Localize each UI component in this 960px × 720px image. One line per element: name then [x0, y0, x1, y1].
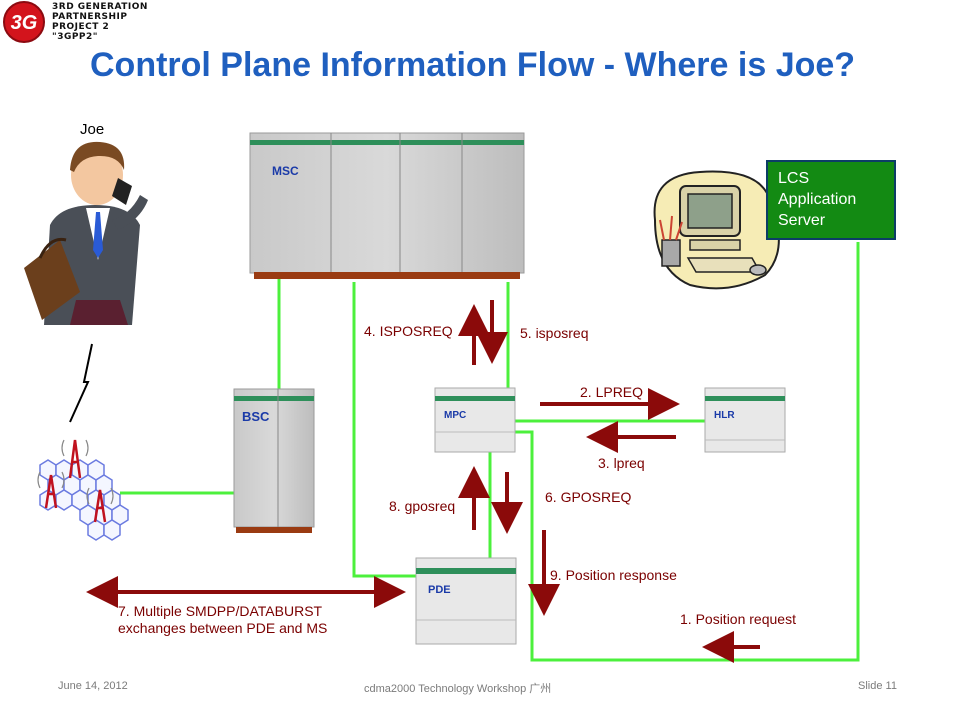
footer-center: cdma2000 Technology Workshop 广州	[364, 683, 552, 695]
label-2-lpreq: 2. LPREQ	[580, 384, 644, 400]
label-1-position-request: 1. Position request	[680, 611, 796, 627]
bsc-node	[233, 388, 315, 533]
label-7-line: exchanges between PDE and MS	[118, 620, 328, 636]
cell-tower-icon	[37, 439, 129, 541]
lightning-icon	[69, 343, 93, 423]
label-8-gposreq: 8. gposreq	[389, 498, 456, 514]
msc-node	[249, 132, 525, 279]
mpc-label: MPC	[444, 410, 467, 421]
footer-date: June 14, 2012	[58, 680, 128, 692]
logo-text: 3RD GENERATION PARTNERSHIP PROJECT 2 "3G…	[52, 2, 148, 42]
joe-label: Joe	[80, 121, 105, 138]
lcs-line: Server	[778, 212, 826, 229]
logo-line: 3RD GENERATION	[52, 2, 148, 12]
mpc-node	[434, 387, 516, 453]
logo-line: PARTNERSHIP	[52, 12, 128, 22]
label-7-smdpp: 7. Multiple SMDPP/DATABURST exchanges be…	[118, 603, 327, 637]
pde-label: PDE	[428, 584, 451, 596]
bsc-label: BSC	[242, 409, 270, 424]
label-5-isposreq: 5. isposreq	[520, 325, 589, 341]
computer-icon	[653, 170, 780, 290]
page-title: Control Plane Information Flow - Where i…	[90, 46, 856, 84]
footer-slide-number: Slide 11	[858, 680, 897, 692]
lcs-line: LCS	[778, 170, 810, 187]
label-3-lpreq: 3. lpreq	[598, 455, 645, 471]
logo-line: PROJECT 2	[52, 22, 110, 32]
label-9-position-response: 9. Position response	[550, 567, 677, 583]
label-6-gposreq: 6. GPOSREQ	[545, 489, 632, 505]
lcs-line: Application	[778, 191, 857, 208]
pde-node	[415, 557, 517, 645]
hlr-label: HLR	[714, 410, 735, 421]
label-7-line: 7. Multiple SMDPP/DATABURST	[118, 603, 323, 619]
message-arrows	[86, 300, 760, 663]
person-on-phone-icon	[24, 141, 148, 325]
lcs-application-server: LCS Application Server	[766, 160, 896, 240]
3g-logo-icon: 3G	[3, 1, 45, 43]
msc-label: MSC	[272, 164, 299, 178]
label-4-isposreq: 4. ISPOSREQ	[364, 323, 453, 339]
hlr-node	[704, 387, 786, 453]
logo-badge-text: 3G	[11, 12, 38, 34]
link-mpc-lcs	[514, 242, 860, 662]
logo-line: "3GPP2"	[52, 32, 98, 42]
